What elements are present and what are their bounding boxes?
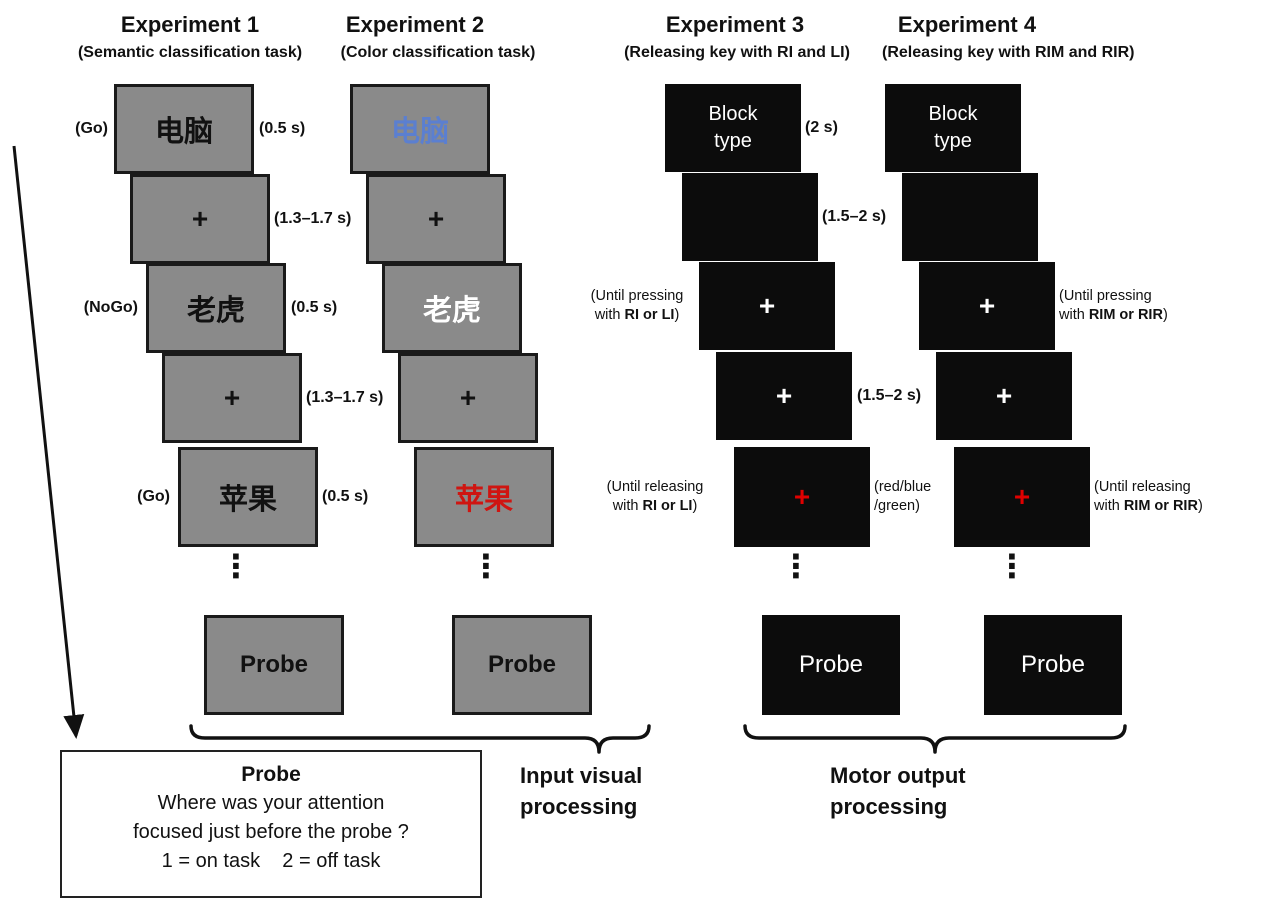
fixation-cross-white: + xyxy=(775,380,793,411)
until-pressing-note-left: (Until pressing with RI or LI) xyxy=(590,288,684,323)
exp4-blank-card xyxy=(902,173,1038,261)
exp1-fixation-card-2: + xyxy=(162,353,302,443)
duration-label: (0.5 s) xyxy=(291,299,338,316)
block-type-text: Block type xyxy=(708,103,758,152)
nogo-label: (NoGo) xyxy=(83,299,138,316)
duration-label: (1.3–1.7 s) xyxy=(274,210,352,227)
input-visual-processing-label: Input visual processing xyxy=(520,763,643,819)
duration-label: (2 s) xyxy=(805,119,838,136)
probe-text: Probe xyxy=(487,651,556,678)
exp3-colored-cross-card: + xyxy=(734,447,870,547)
underbrace-input-visual xyxy=(189,724,651,754)
experiment-1-subtitle: (Semantic classification task) xyxy=(77,44,303,61)
until-pressing-note-right: (Until pressing with RIM or RIR) xyxy=(1059,288,1168,323)
experiment-4-title: Experiment 4 xyxy=(897,12,1037,37)
experiment-2-subtitle: (Color classification task) xyxy=(340,44,536,61)
probe-question-box: Probe Where was your attention focused j… xyxy=(60,750,482,898)
stimulus-word-white: 老虎 xyxy=(422,295,481,327)
fixation-cross-red: + xyxy=(793,481,811,512)
exp1-stimulus-card-1: 电脑 xyxy=(114,84,254,174)
experiment-2-title: Experiment 2 xyxy=(345,12,485,37)
exp2-fixation-card-2: + xyxy=(398,353,538,443)
ellipsis: ⋮ xyxy=(780,548,812,584)
duration-label: (1.3–1.7 s) xyxy=(306,389,384,406)
exp3-probe-card: Probe xyxy=(762,615,900,715)
until-releasing-note-right: (Until releasing with RIM or RIR) xyxy=(1094,479,1203,514)
probe-box-question-line2: focused just before the probe ? xyxy=(133,821,409,843)
fixation-cross-red: + xyxy=(1013,481,1031,512)
exp2-stimulus-card-1: 电脑 xyxy=(350,84,490,174)
probe-box-title: Probe xyxy=(241,763,301,786)
probe-box-options: 1 = on task 2 = off task xyxy=(161,850,381,872)
go-label-2: (Go) xyxy=(137,488,170,505)
fixation-cross-white: + xyxy=(758,290,776,321)
exp4-block-type-card: Block type xyxy=(885,84,1021,172)
stimulus-word-blue: 电脑 xyxy=(390,116,449,148)
stimulus-word: 电脑 xyxy=(154,116,213,148)
probe-box-question-line1: Where was your attention xyxy=(157,792,385,814)
go-label-1: (Go) xyxy=(75,120,108,137)
exp4-colored-cross-card: + xyxy=(954,447,1090,547)
probe-text: Probe xyxy=(239,651,308,678)
ellipsis: ⋮ xyxy=(220,548,252,584)
exp2-stimulus-card-2: 老虎 xyxy=(382,263,522,353)
fixation-cross: + xyxy=(427,203,445,234)
exp3-fixation-card-2: + xyxy=(716,352,852,440)
experiment-3-subtitle: (Releasing key with RI and LI) xyxy=(624,44,850,61)
exp2-probe-card: Probe xyxy=(452,615,592,715)
exp1-probe-card: Probe xyxy=(204,615,344,715)
duration-label: (0.5 s) xyxy=(259,120,306,137)
probe-text: Probe xyxy=(1020,651,1086,678)
duration-label: (1.5–2 s) xyxy=(857,387,922,404)
duration-label: (1.5–2 s) xyxy=(822,208,887,225)
ellipsis: ⋮ xyxy=(470,548,502,584)
flow-arrow xyxy=(12,145,85,739)
stimulus-word-red: 苹果 xyxy=(454,484,513,516)
experiment-1-title: Experiment 1 xyxy=(120,12,260,37)
stimulus-word: 老虎 xyxy=(186,295,245,327)
duration-label: (0.5 s) xyxy=(322,488,369,505)
exp2-stimulus-card-3: 苹果 xyxy=(414,447,554,547)
exp2-fixation-card-1: + xyxy=(366,174,506,264)
exp3-block-type-card: Block type xyxy=(665,84,801,172)
ellipsis: ⋮ xyxy=(996,548,1028,584)
exp3-blank-card xyxy=(682,173,818,261)
fixation-cross: + xyxy=(223,382,241,413)
experiment-4-subtitle: (Releasing key with RIM and RIR) xyxy=(882,44,1135,61)
cross-color-note: (red/blue /green) xyxy=(874,479,932,514)
until-releasing-note-left: (Until releasing with RI or LI) xyxy=(606,479,704,514)
exp4-fixation-card-1: + xyxy=(919,262,1055,350)
fixation-cross-white: + xyxy=(995,380,1013,411)
stimulus-word: 苹果 xyxy=(218,484,277,516)
experiment-3-title: Experiment 3 xyxy=(665,12,805,37)
exp4-probe-card: Probe xyxy=(984,615,1122,715)
fixation-cross-white: + xyxy=(978,290,996,321)
exp1-stimulus-card-2: 老虎 xyxy=(146,263,286,353)
fixation-cross: + xyxy=(459,382,477,413)
exp1-fixation-card-1: + xyxy=(130,174,270,264)
underbrace-motor-output xyxy=(743,724,1127,754)
block-type-text: Block type xyxy=(928,103,978,152)
exp3-fixation-card-1: + xyxy=(699,262,835,350)
motor-output-processing-label: Motor output processing xyxy=(830,763,966,819)
probe-text: Probe xyxy=(798,651,864,678)
exp4-fixation-card-2: + xyxy=(936,352,1072,440)
fixation-cross: + xyxy=(191,203,209,234)
exp1-stimulus-card-3: 苹果 xyxy=(178,447,318,547)
